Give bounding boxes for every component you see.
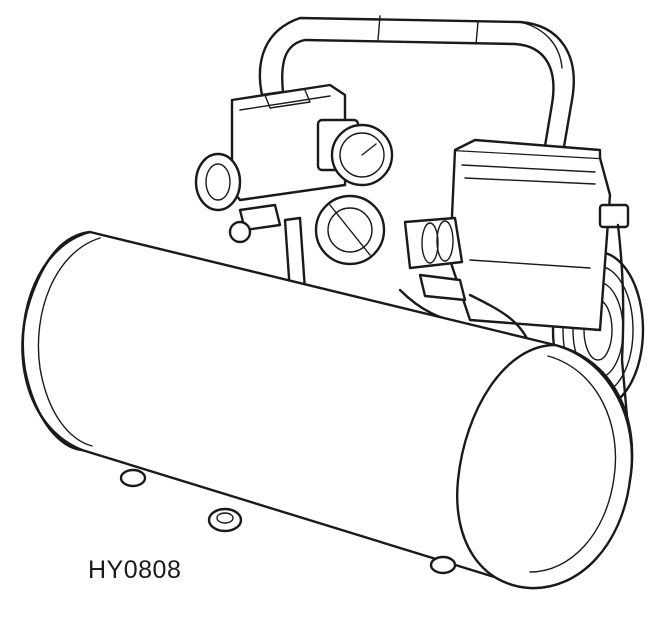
regulator-knob	[316, 196, 384, 264]
motor-housing	[450, 140, 630, 450]
model-label: HY0808	[88, 556, 182, 584]
pressure-gauge	[332, 125, 392, 185]
tank-feet	[121, 470, 455, 573]
quick-coupler	[405, 218, 465, 300]
left-fitting	[196, 154, 305, 292]
air-tank	[22, 232, 632, 588]
